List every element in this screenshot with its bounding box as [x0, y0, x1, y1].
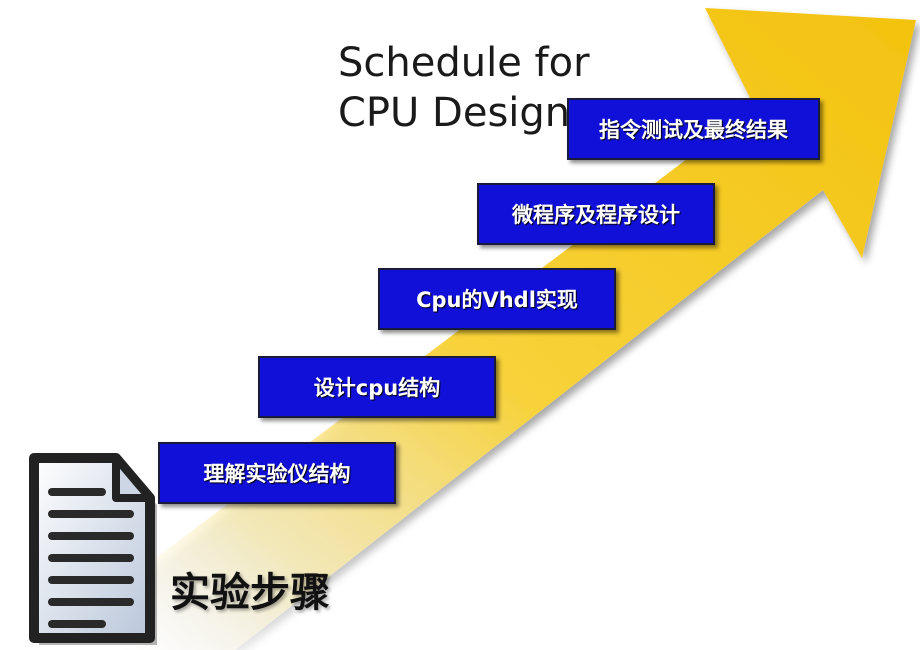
step-cpu-vhdl-implementation: Cpu的Vhdl实现: [378, 268, 616, 330]
step-design-cpu-structure: 设计cpu结构: [258, 356, 496, 418]
title-line-1: Schedule for: [338, 40, 590, 86]
step-microprogram-design: 微程序及程序设计: [477, 183, 715, 245]
caption-experiment-steps: 实验步骤: [170, 570, 330, 616]
step-understand-instrument: 理解实验仪结构: [158, 442, 396, 504]
title-line-2: CPU Designs: [338, 90, 591, 136]
step-instruction-test-results: 指令测试及最终结果: [567, 98, 820, 160]
document-icon: [29, 453, 157, 645]
page-title: Schedule for CPU Designs: [338, 38, 591, 138]
